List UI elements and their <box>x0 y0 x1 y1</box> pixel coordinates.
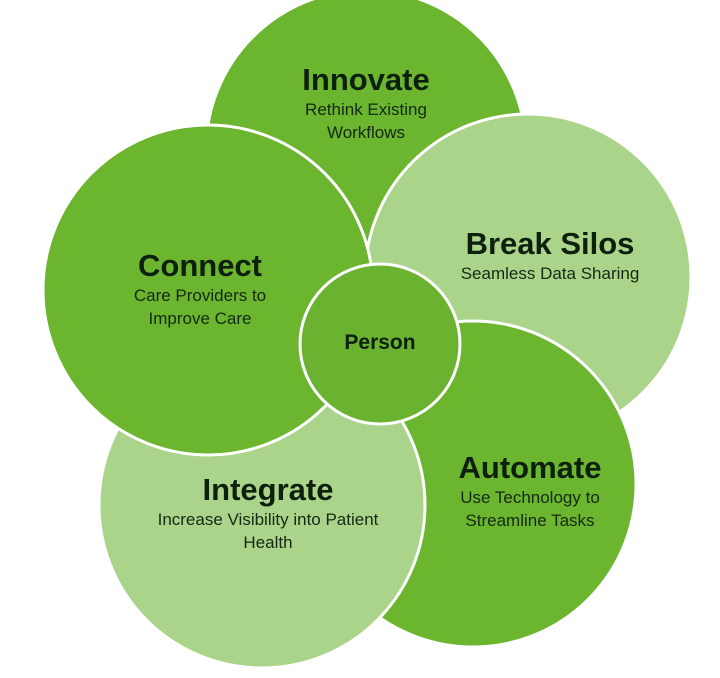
center-label-person: Person <box>344 331 416 354</box>
node-subtitle-line: Use Technology to <box>460 488 600 507</box>
node-subtitle-line: Rethink Existing <box>305 100 427 119</box>
node-break-silos: Break Silos Seamless Data Sharing <box>420 226 680 285</box>
node-subtitle-line: Seamless Data Sharing <box>460 264 640 283</box>
node-subtitle-line: Improve Care <box>148 309 252 328</box>
node-integrate: Integrate Increase Visibility into Patie… <box>118 472 418 554</box>
node-subtitle-line: Streamline Tasks <box>465 511 595 530</box>
node-subtitle-line: Increase Visibility into Patient <box>157 510 379 529</box>
node-title: Innovate <box>302 62 430 97</box>
node-subtitle-line: Care Providers to <box>133 286 267 305</box>
node-title: Integrate <box>202 472 334 507</box>
node-subtitle-line: Workflows <box>326 123 406 142</box>
node-innovate: Innovate Rethink Existing Workflows <box>236 62 496 144</box>
node-subtitle-line: Health <box>243 533 293 552</box>
node-connect: Connect Care Providers to Improve Care <box>80 248 320 330</box>
node-title: Connect <box>138 248 262 283</box>
node-automate: Automate Use Technology to Streamline Ta… <box>410 450 650 532</box>
node-title: Automate <box>458 450 602 485</box>
node-title: Break Silos <box>465 226 635 261</box>
circle-person <box>298 262 462 426</box>
